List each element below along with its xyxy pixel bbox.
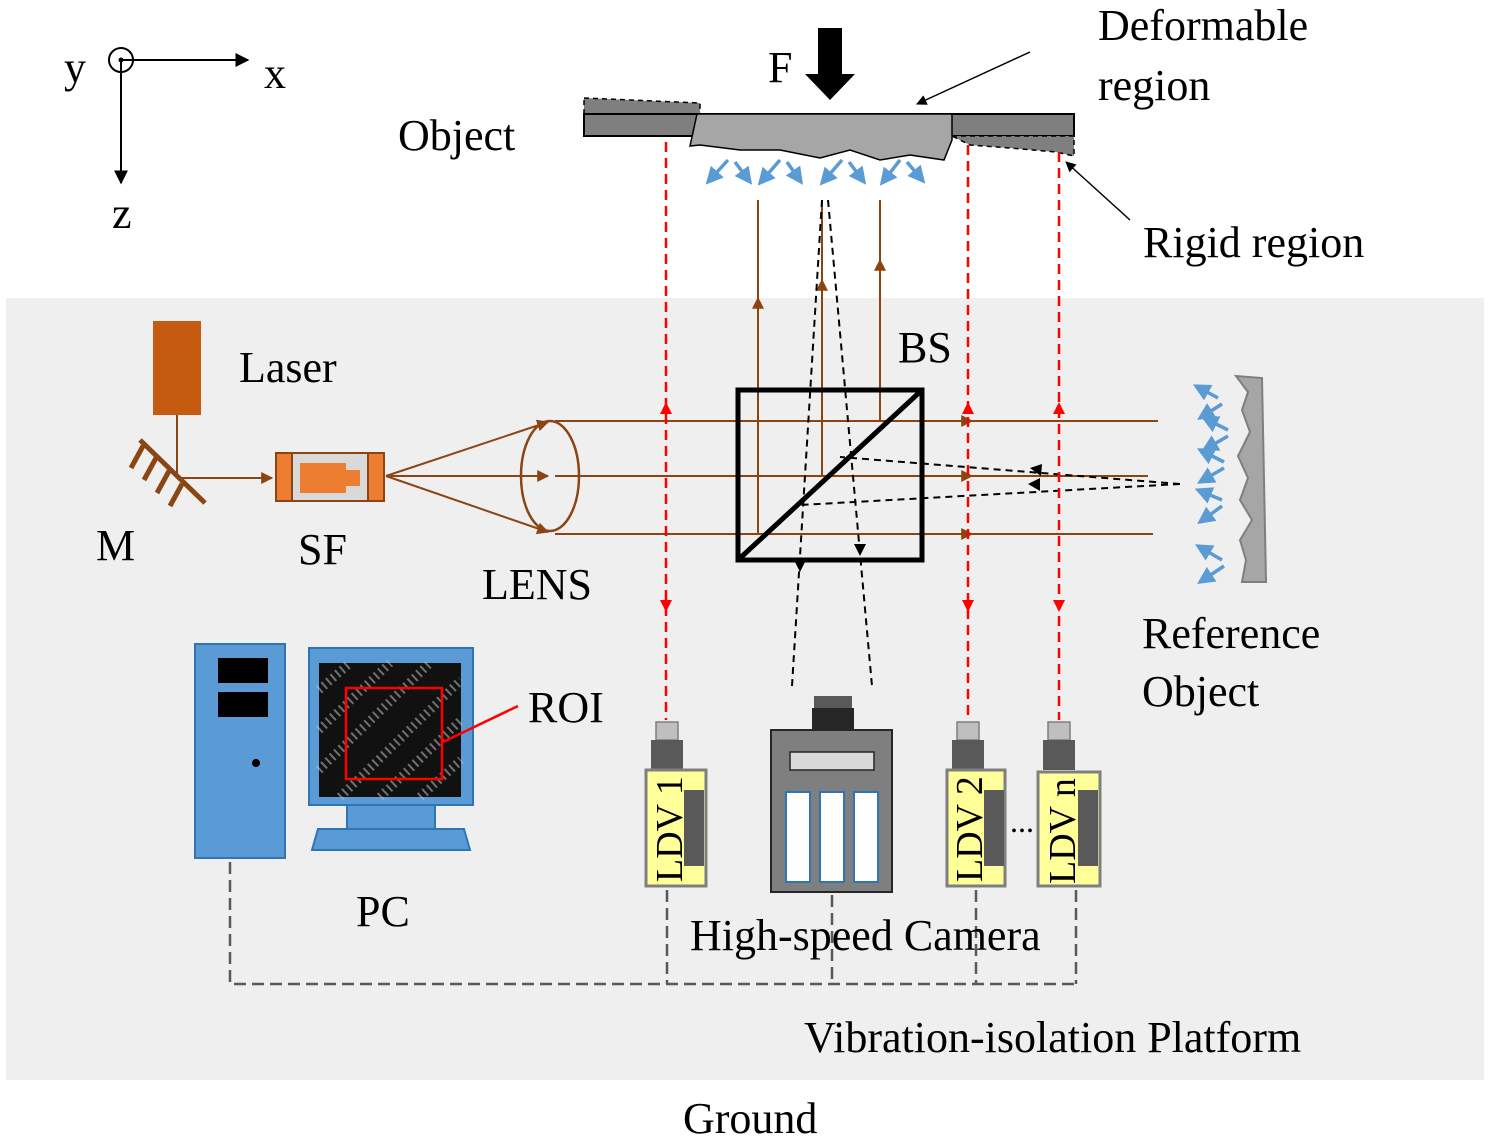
axis-x-label: x [264,49,286,98]
deformed-plate-outline [583,97,701,115]
force-label: F [768,43,792,92]
ldv-n: LDV n [1036,721,1102,888]
camera-imaging-rays [791,199,1181,687]
roi-label: ROI [528,683,604,732]
high-speed-camera [770,696,893,893]
deformable-region-label-line1: Deformable [1098,1,1308,50]
reference-scatter-arrows [1192,384,1229,584]
ldv-beam-arrows [660,402,1065,612]
laser-label: Laser [239,343,337,392]
bs-label: BS [898,323,952,372]
collimated-beams [555,415,1158,540]
mirror-label: M [96,521,135,570]
camera-ray-arrowheads [794,464,1042,572]
beam-splitter-diagonal [736,388,924,562]
roi-box [344,686,444,781]
force-arrow-icon [805,28,855,100]
ldv-2: LDV 2 [945,721,1007,888]
reference-object-label-line1: Reference [1142,609,1320,658]
deformable-region [689,113,953,161]
speckle-fringes [315,659,465,801]
object-scatter-arrows [705,158,926,186]
pc-tower [194,643,286,859]
roi-pointer [442,704,519,744]
ldv-n-label: LDV n [1042,778,1084,884]
platform-label: Vibration-isolation Platform [804,1013,1301,1062]
ldv-1: LDV 1 [644,721,708,888]
pc-label: PC [356,887,410,936]
laser-source [153,321,201,415]
deformable-region-pointer [916,51,1031,105]
axis-y-label: y [64,43,86,92]
beam-splitter [735,387,925,563]
ldv-ellipsis: ... [1010,803,1034,839]
ldv-1-label: LDV 1 [649,776,691,882]
coordinate-axes: y x z [64,43,286,238]
pc-monitor [308,647,474,851]
rigid-region-deformed-outline [951,135,1075,157]
lens-label: LENS [482,560,592,609]
ground-label: Ground [683,1094,817,1143]
rigid-region-pointer [1065,161,1131,221]
data-cables [228,862,1078,986]
camera-label: High-speed Camera [690,911,1041,960]
mirror-icon [128,438,207,508]
reference-object [1233,374,1268,583]
ldv-2-label: LDV 2 [949,776,991,882]
test-object: F Object Deformable region Rigid region [398,1,1364,267]
ldv-beams [664,142,1061,720]
spatial-filter [275,452,385,502]
deformable-region-label-line2: region [1098,61,1210,110]
sf-label: SF [298,525,347,574]
object-label: Object [398,111,515,160]
speckle-screen [319,663,461,797]
reference-object-label-line2: Object [1142,667,1259,716]
rigid-region-label: Rigid region [1143,218,1364,267]
axis-z-label: z [112,189,132,238]
object-illumination-beams [752,200,886,534]
